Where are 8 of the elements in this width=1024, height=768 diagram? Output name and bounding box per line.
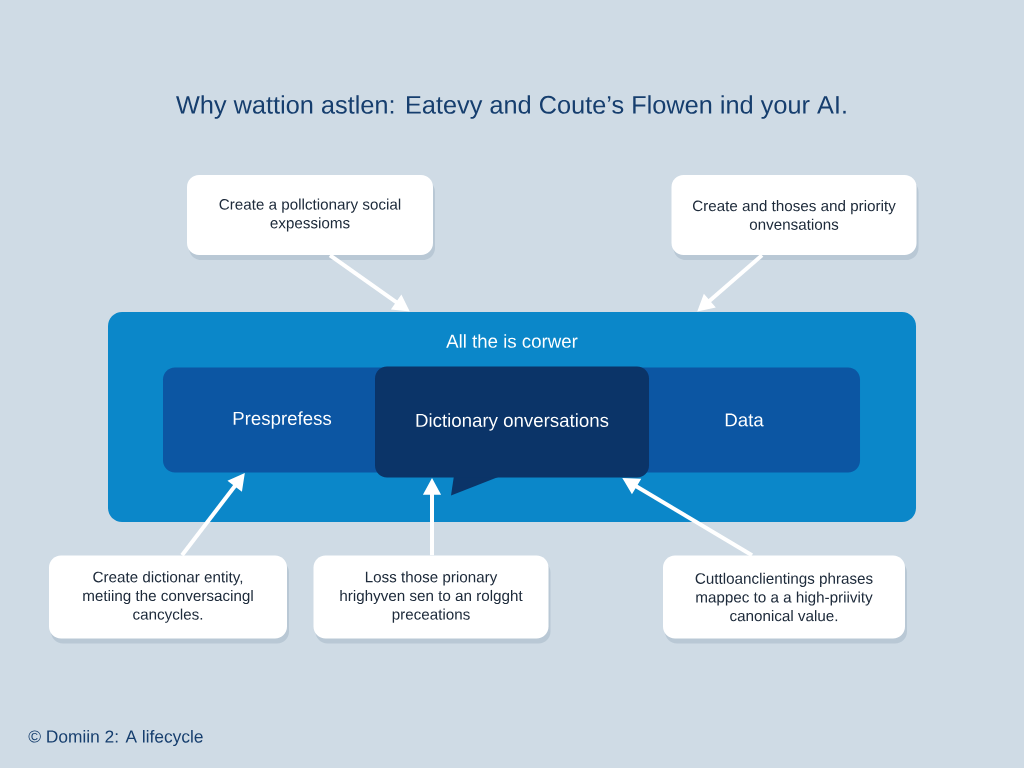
title: Why wattion astlen: Eatevy and Coute’s Flowen ind your AI. [176,95,846,119]
callout-box: Loss those prionary hrighyven sen to an rolgght preceations [313,555,551,644]
callout-box: Create a pollctionary social expessioms [187,175,435,260]
footer-text: © Domiin 2: A lifecycle [28,729,203,747]
callout-box: Create dictionar entity, metiing the conversacingl cancycles. [49,555,289,644]
callout-box: Create and thoses and priority onvensations [671,175,919,260]
callout-box: Cuttloanclientings phrases mappec to a a high-priivity canonical value. [663,555,907,644]
speech-bubble-box: Dictionary onversations [375,366,649,496]
